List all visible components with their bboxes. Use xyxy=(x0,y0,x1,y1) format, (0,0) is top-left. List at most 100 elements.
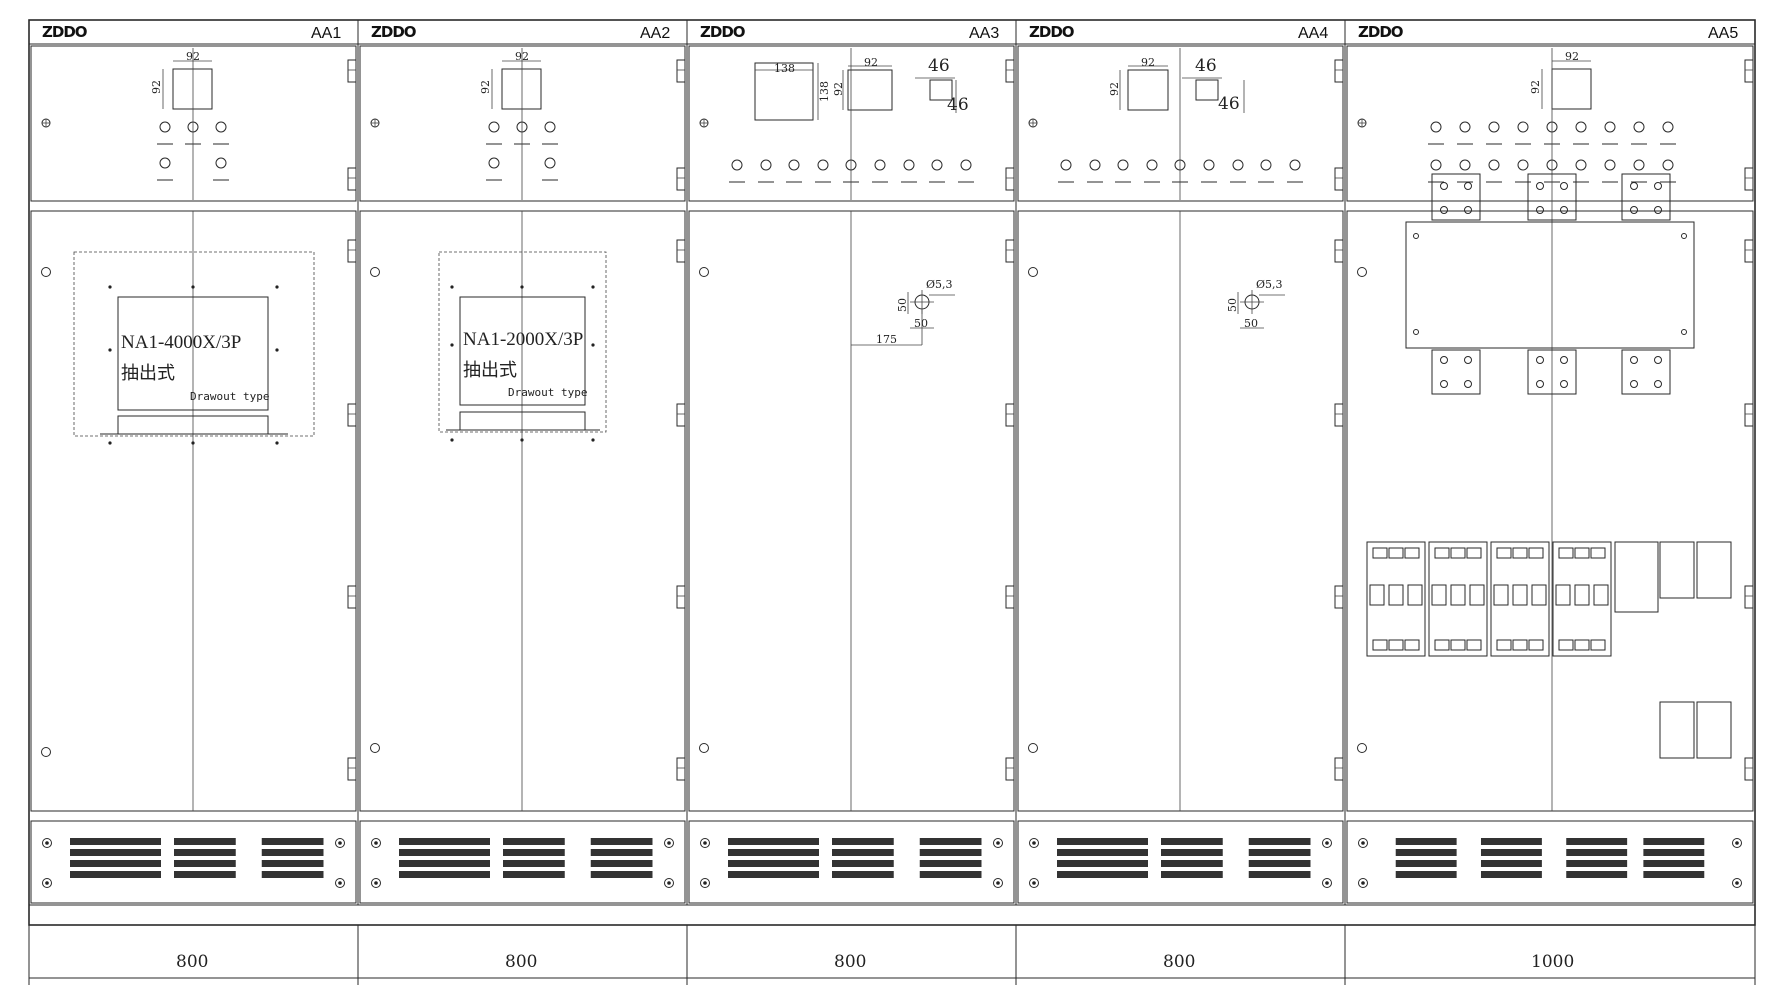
vent-panel xyxy=(1029,838,1332,888)
hinge-icon xyxy=(1334,757,1344,781)
hinge-icon xyxy=(1334,239,1344,263)
dim-text: 46 xyxy=(947,95,969,115)
hinge-icon xyxy=(676,167,686,191)
vent-slot-row xyxy=(1643,838,1705,845)
panel-aa3: ZDDO AA3 138 138 92 92 46 46 xyxy=(686,19,1017,906)
vent-slot-row xyxy=(1057,860,1148,867)
hinge-icon xyxy=(1744,59,1754,83)
vent-grilles xyxy=(42,838,1742,888)
hinge-icon xyxy=(347,167,357,191)
panel-code: AA3 xyxy=(969,25,999,42)
vent-slot-row xyxy=(174,871,236,878)
vent-slot-row xyxy=(832,849,894,856)
hinge-icon xyxy=(347,585,357,609)
breaker-type: Drawout type xyxy=(190,390,269,403)
vent-slot-row xyxy=(728,860,819,867)
hinge-icon xyxy=(676,585,686,609)
vent-slot-row xyxy=(1161,860,1223,867)
vent-slot-row xyxy=(70,871,161,878)
dim-text: 92 xyxy=(832,82,845,96)
hinge-icon xyxy=(1334,403,1344,427)
vent-slot-row xyxy=(70,849,161,856)
brand-logo: ZDDO xyxy=(700,23,745,41)
panel-aa1: ZDDO AA1 92 92 NA1-4 xyxy=(28,19,359,906)
hinge-icon xyxy=(676,59,686,83)
dim-text: 46 xyxy=(928,56,950,76)
vent-slot-row xyxy=(728,838,819,845)
indicator-lamps xyxy=(1428,121,1676,183)
brand-logo: ZDDO xyxy=(1029,23,1074,41)
breaker-type: Drawout type xyxy=(508,386,587,399)
vent-slot-row xyxy=(590,838,653,845)
vent-slot-row xyxy=(1480,849,1542,856)
dim-text: 92 xyxy=(864,56,878,69)
breaker-aa1: NA1-4000X/3P 抽出式 Drawout type xyxy=(73,251,315,445)
vent-slot-row xyxy=(832,871,894,878)
dim-text: 138 xyxy=(818,81,831,102)
dim-text: 92 xyxy=(1108,82,1121,96)
dim-text: 138 xyxy=(774,62,795,75)
dim-text: 92 xyxy=(1141,56,1155,69)
breaker-model: NA1-2000X/3P xyxy=(463,329,583,350)
vent-slot-row xyxy=(590,849,653,856)
vent-slot-row xyxy=(728,849,819,856)
mounting-hole-dims: Ø5,3 50 50 175 xyxy=(851,278,955,346)
vent-slot-row xyxy=(1161,838,1223,845)
brand-logo: ZDDO xyxy=(42,23,87,41)
hinge-icon xyxy=(1005,59,1015,83)
vent-slot-row xyxy=(1161,871,1223,878)
dim-text: 46 xyxy=(1218,94,1240,114)
door-hinges xyxy=(347,59,1754,781)
hinge-icon xyxy=(1744,167,1754,191)
panel-aa5: ZDDO AA5 92 92 xyxy=(1344,19,1756,906)
hinge-icon xyxy=(1005,403,1015,427)
dim-text: 50 xyxy=(914,317,928,330)
panel-width-label: 800 xyxy=(505,952,537,972)
hinge-icon xyxy=(1005,167,1015,191)
vent-slot-row xyxy=(1057,838,1148,845)
panel-code: AA2 xyxy=(640,25,670,42)
vent-slot-row xyxy=(1566,860,1628,867)
vent-panel xyxy=(700,838,1003,888)
vent-slot-row xyxy=(1566,849,1628,856)
vent-slot-row xyxy=(1395,838,1457,845)
vent-slot-row xyxy=(1480,860,1542,867)
vent-slot-row xyxy=(1248,838,1311,845)
breaker-zh: 抽出式 xyxy=(463,360,517,381)
hinge-icon xyxy=(1334,585,1344,609)
vent-slot-row xyxy=(399,838,490,845)
vent-slot-row xyxy=(1395,860,1457,867)
panel-aa2: ZDDO AA2 92 92 NA1-2000X/3P 抽出式 D xyxy=(357,19,688,906)
vent-slot-row xyxy=(1566,871,1628,878)
hinge-icon xyxy=(1334,59,1344,83)
mccb-row xyxy=(1366,541,1732,759)
hinge-icon xyxy=(1744,239,1754,263)
dim-text: Ø5,3 xyxy=(926,278,953,291)
dim-text: Ø5,3 xyxy=(1256,278,1283,291)
panel-aa4: ZDDO AA4 92 92 46 46 Ø5,3 xyxy=(1015,19,1346,906)
vent-slot-row xyxy=(919,860,982,867)
vent-slot-row xyxy=(1161,849,1223,856)
vent-slot-row xyxy=(1480,871,1542,878)
vent-slot-row xyxy=(503,849,565,856)
vent-slot-row xyxy=(503,860,565,867)
vent-slot-row xyxy=(70,860,161,867)
vent-slot-row xyxy=(832,838,894,845)
dim-text: 50 xyxy=(1226,298,1239,312)
vent-slot-row xyxy=(590,860,653,867)
vent-slot-row xyxy=(919,849,982,856)
busbar-block xyxy=(1405,173,1695,395)
vent-panel xyxy=(1358,838,1742,888)
vent-slot-row xyxy=(503,838,565,845)
vent-slot-row xyxy=(70,838,161,845)
vent-slot-row xyxy=(1248,871,1311,878)
hinge-icon xyxy=(1005,585,1015,609)
vent-slot-row xyxy=(261,871,324,878)
brand-logo: ZDDO xyxy=(1358,23,1403,41)
hinge-icon xyxy=(676,757,686,781)
hinge-icon xyxy=(1334,167,1344,191)
vent-slot-row xyxy=(1395,871,1457,878)
vent-slot-row xyxy=(590,871,653,878)
hinge-icon xyxy=(347,59,357,83)
